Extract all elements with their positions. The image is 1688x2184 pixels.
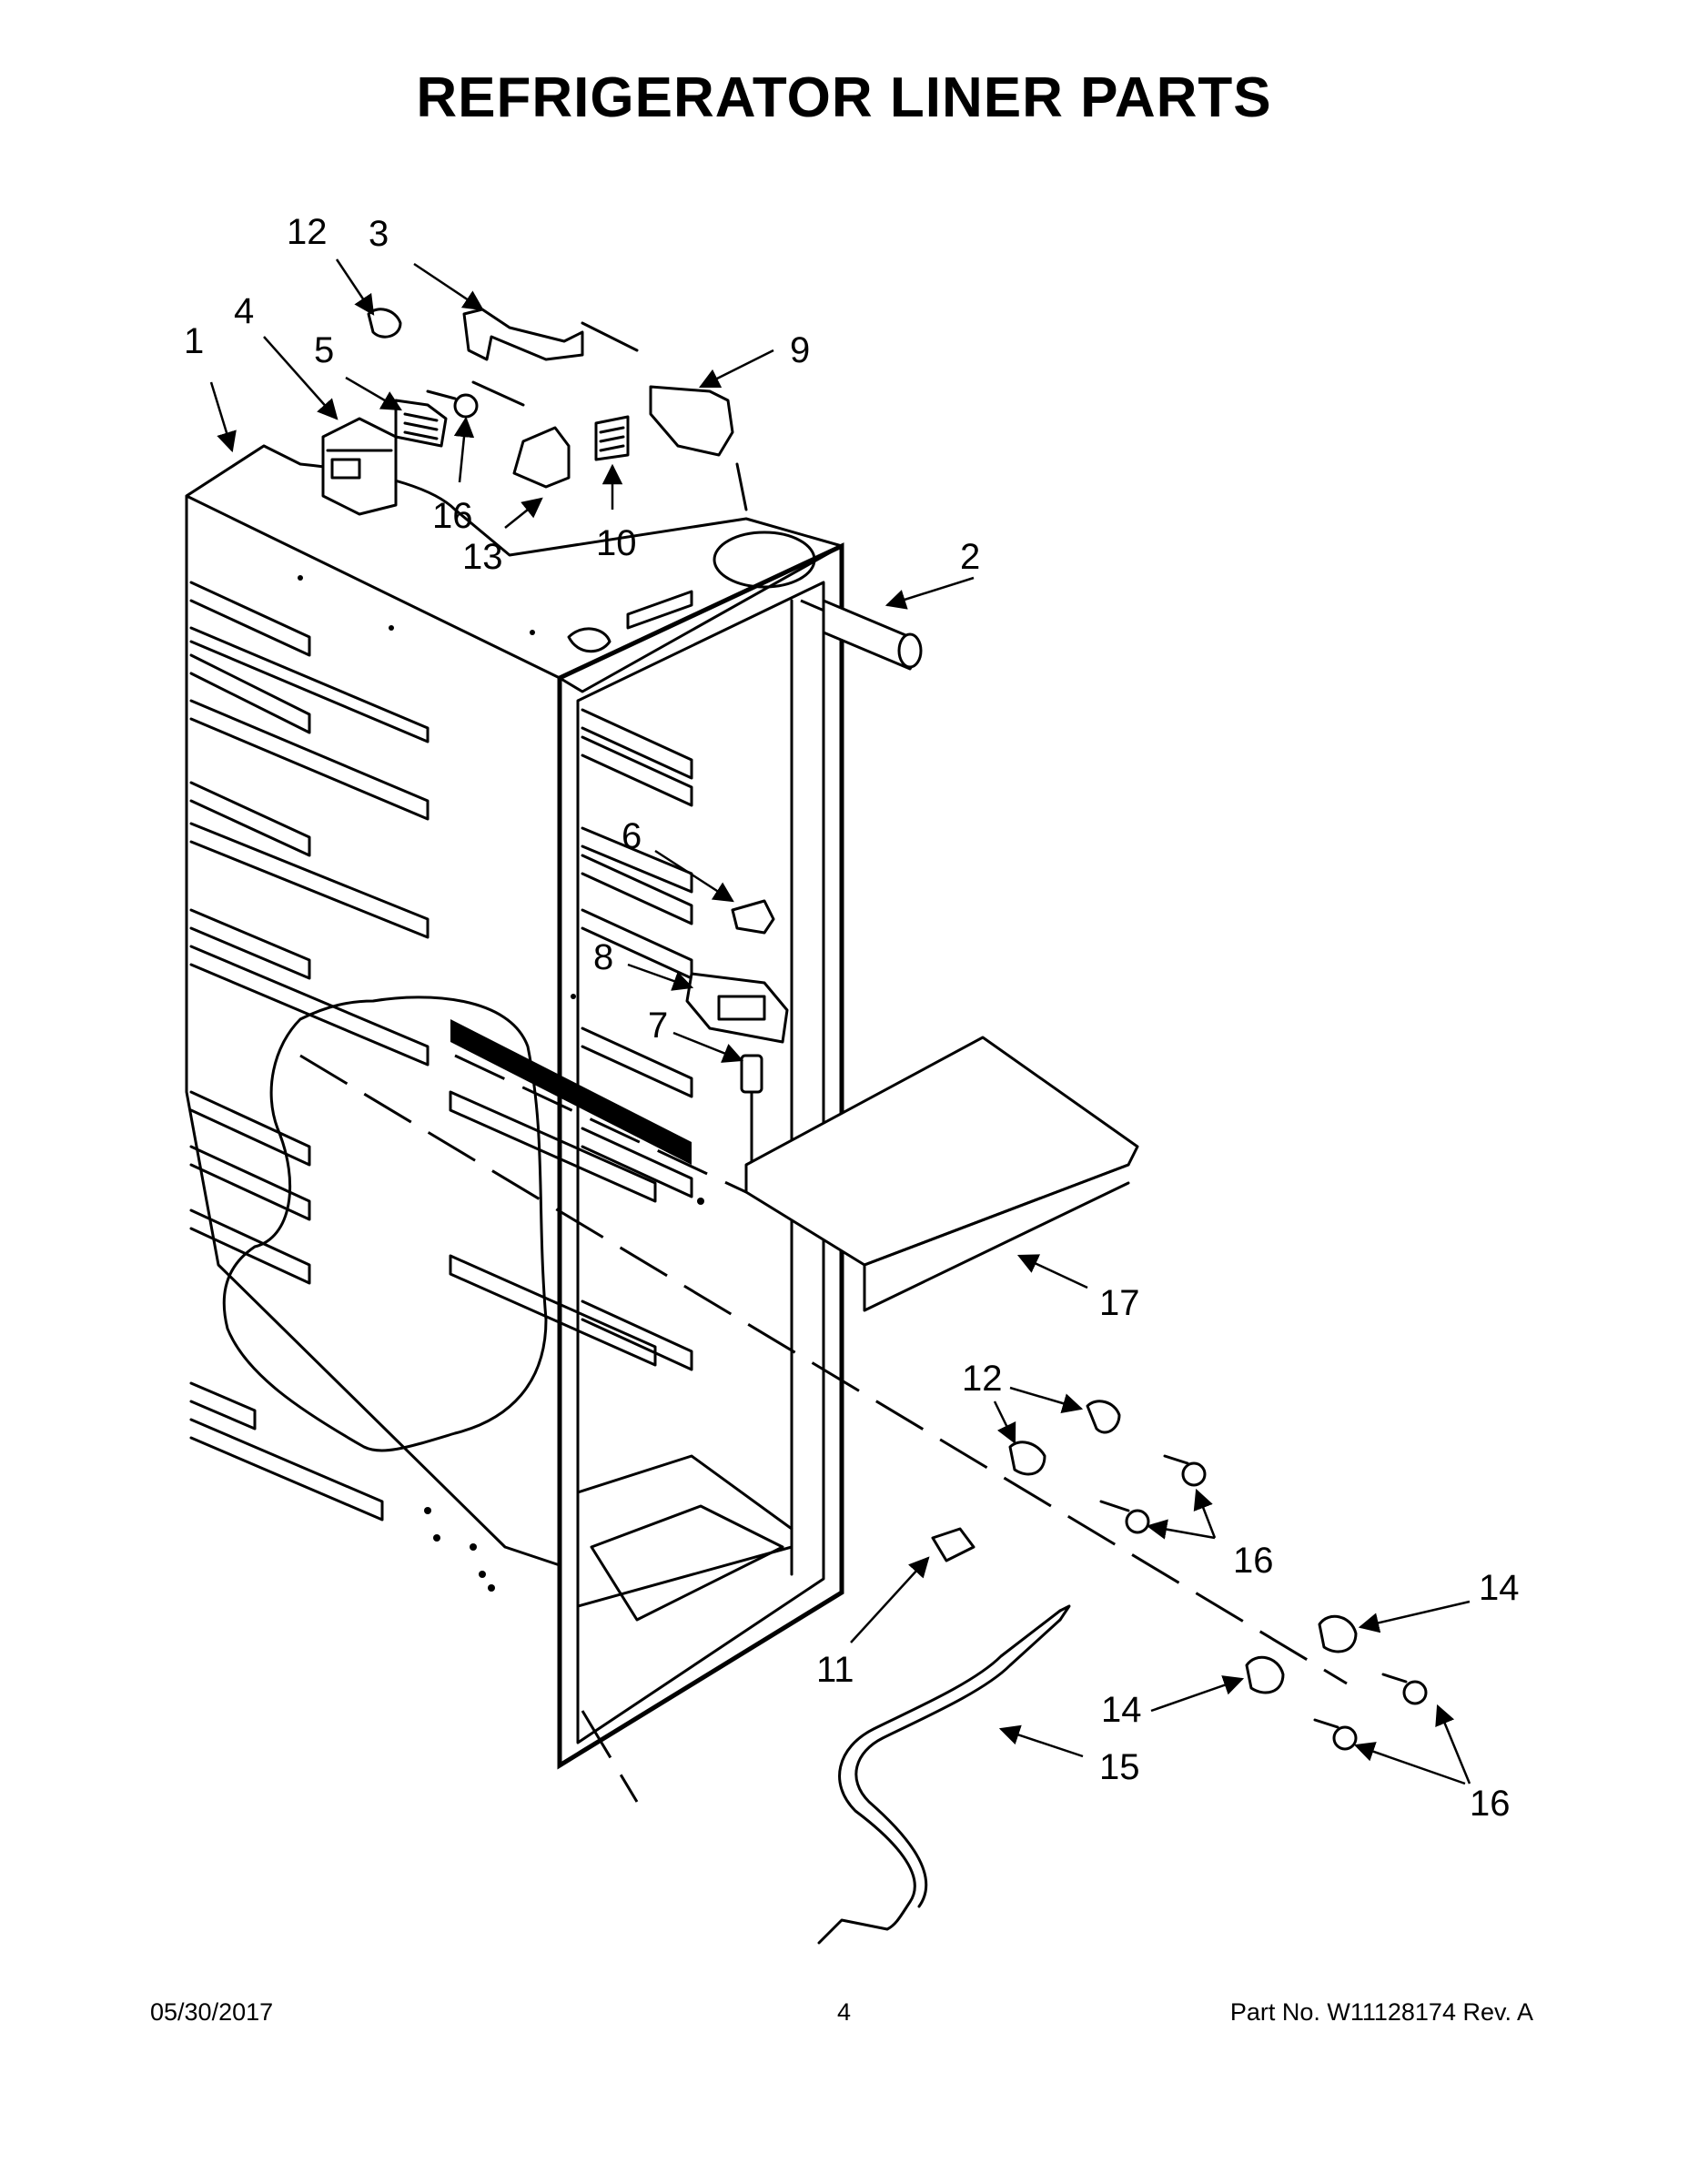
part-14-grommet-a bbox=[1318, 1614, 1358, 1653]
part-2-filter-cylinder bbox=[822, 599, 923, 671]
callout-8: 8 bbox=[593, 937, 613, 977]
footer-part-number: Part No. W11128174 Rev. A bbox=[1229, 1998, 1533, 2026]
part-16-pin-b bbox=[1099, 1500, 1150, 1534]
callout-15: 15 bbox=[1099, 1747, 1140, 1787]
leader-lines bbox=[209, 258, 1471, 1785]
callout-12-top: 12 bbox=[287, 212, 328, 252]
callout-16-top: 16 bbox=[432, 496, 473, 536]
page-title: REFRIGERATOR LINER PARTS bbox=[416, 66, 1272, 129]
part-5-cover bbox=[394, 399, 448, 448]
callout-16-mid: 16 bbox=[1233, 1541, 1274, 1581]
part-16-pin-c bbox=[1381, 1673, 1428, 1705]
callout-12-lower: 12 bbox=[962, 1359, 1003, 1399]
part-9-module bbox=[649, 385, 734, 457]
part-4-housing bbox=[321, 417, 398, 516]
footer-page-number: 4 bbox=[836, 1998, 852, 2026]
part-12-knob-top bbox=[367, 308, 402, 339]
part-16-pin-d bbox=[1313, 1718, 1358, 1751]
callout-10: 10 bbox=[596, 523, 637, 563]
callout-11: 11 bbox=[816, 1650, 854, 1690]
part-15-water-tube bbox=[817, 1604, 1071, 1945]
part-16-pin-a bbox=[1163, 1454, 1207, 1487]
callout-5: 5 bbox=[314, 330, 334, 370]
callout-labels: 1 2 3 4 5 6 7 8 9 10 11 12 12 13 14 14 1… bbox=[184, 212, 1520, 1824]
part-8-light-housing bbox=[685, 972, 789, 1044]
parts-group bbox=[321, 308, 1428, 1945]
callout-3: 3 bbox=[369, 214, 389, 254]
callout-2: 2 bbox=[960, 537, 980, 577]
callout-14-upper: 14 bbox=[1479, 1568, 1520, 1608]
footer-date: 05/30/2017 bbox=[150, 1998, 274, 2026]
callout-13: 13 bbox=[462, 537, 503, 577]
callout-1: 1 bbox=[184, 321, 204, 361]
refrigerator-liner bbox=[185, 444, 844, 1770]
callout-7: 7 bbox=[648, 1006, 668, 1046]
callout-17: 17 bbox=[1099, 1283, 1140, 1323]
part-14-grommet-b bbox=[1245, 1655, 1285, 1694]
part-17-panel bbox=[744, 1036, 1139, 1312]
part-12-knob-b bbox=[1008, 1441, 1046, 1476]
part-11-fitting bbox=[931, 1527, 975, 1562]
callout-9: 9 bbox=[790, 330, 810, 370]
part-12-knob-a bbox=[1086, 1400, 1121, 1434]
callout-6: 6 bbox=[622, 816, 642, 856]
part-3-bracket bbox=[462, 308, 584, 361]
assembly-lines bbox=[299, 321, 1348, 1803]
part-6-clip bbox=[731, 899, 775, 935]
callout-16-lower: 16 bbox=[1470, 1784, 1511, 1824]
callout-4: 4 bbox=[234, 291, 254, 331]
part-13-shroud bbox=[512, 426, 571, 489]
callout-14-lower: 14 bbox=[1101, 1690, 1142, 1730]
part-10-grille bbox=[594, 415, 630, 461]
